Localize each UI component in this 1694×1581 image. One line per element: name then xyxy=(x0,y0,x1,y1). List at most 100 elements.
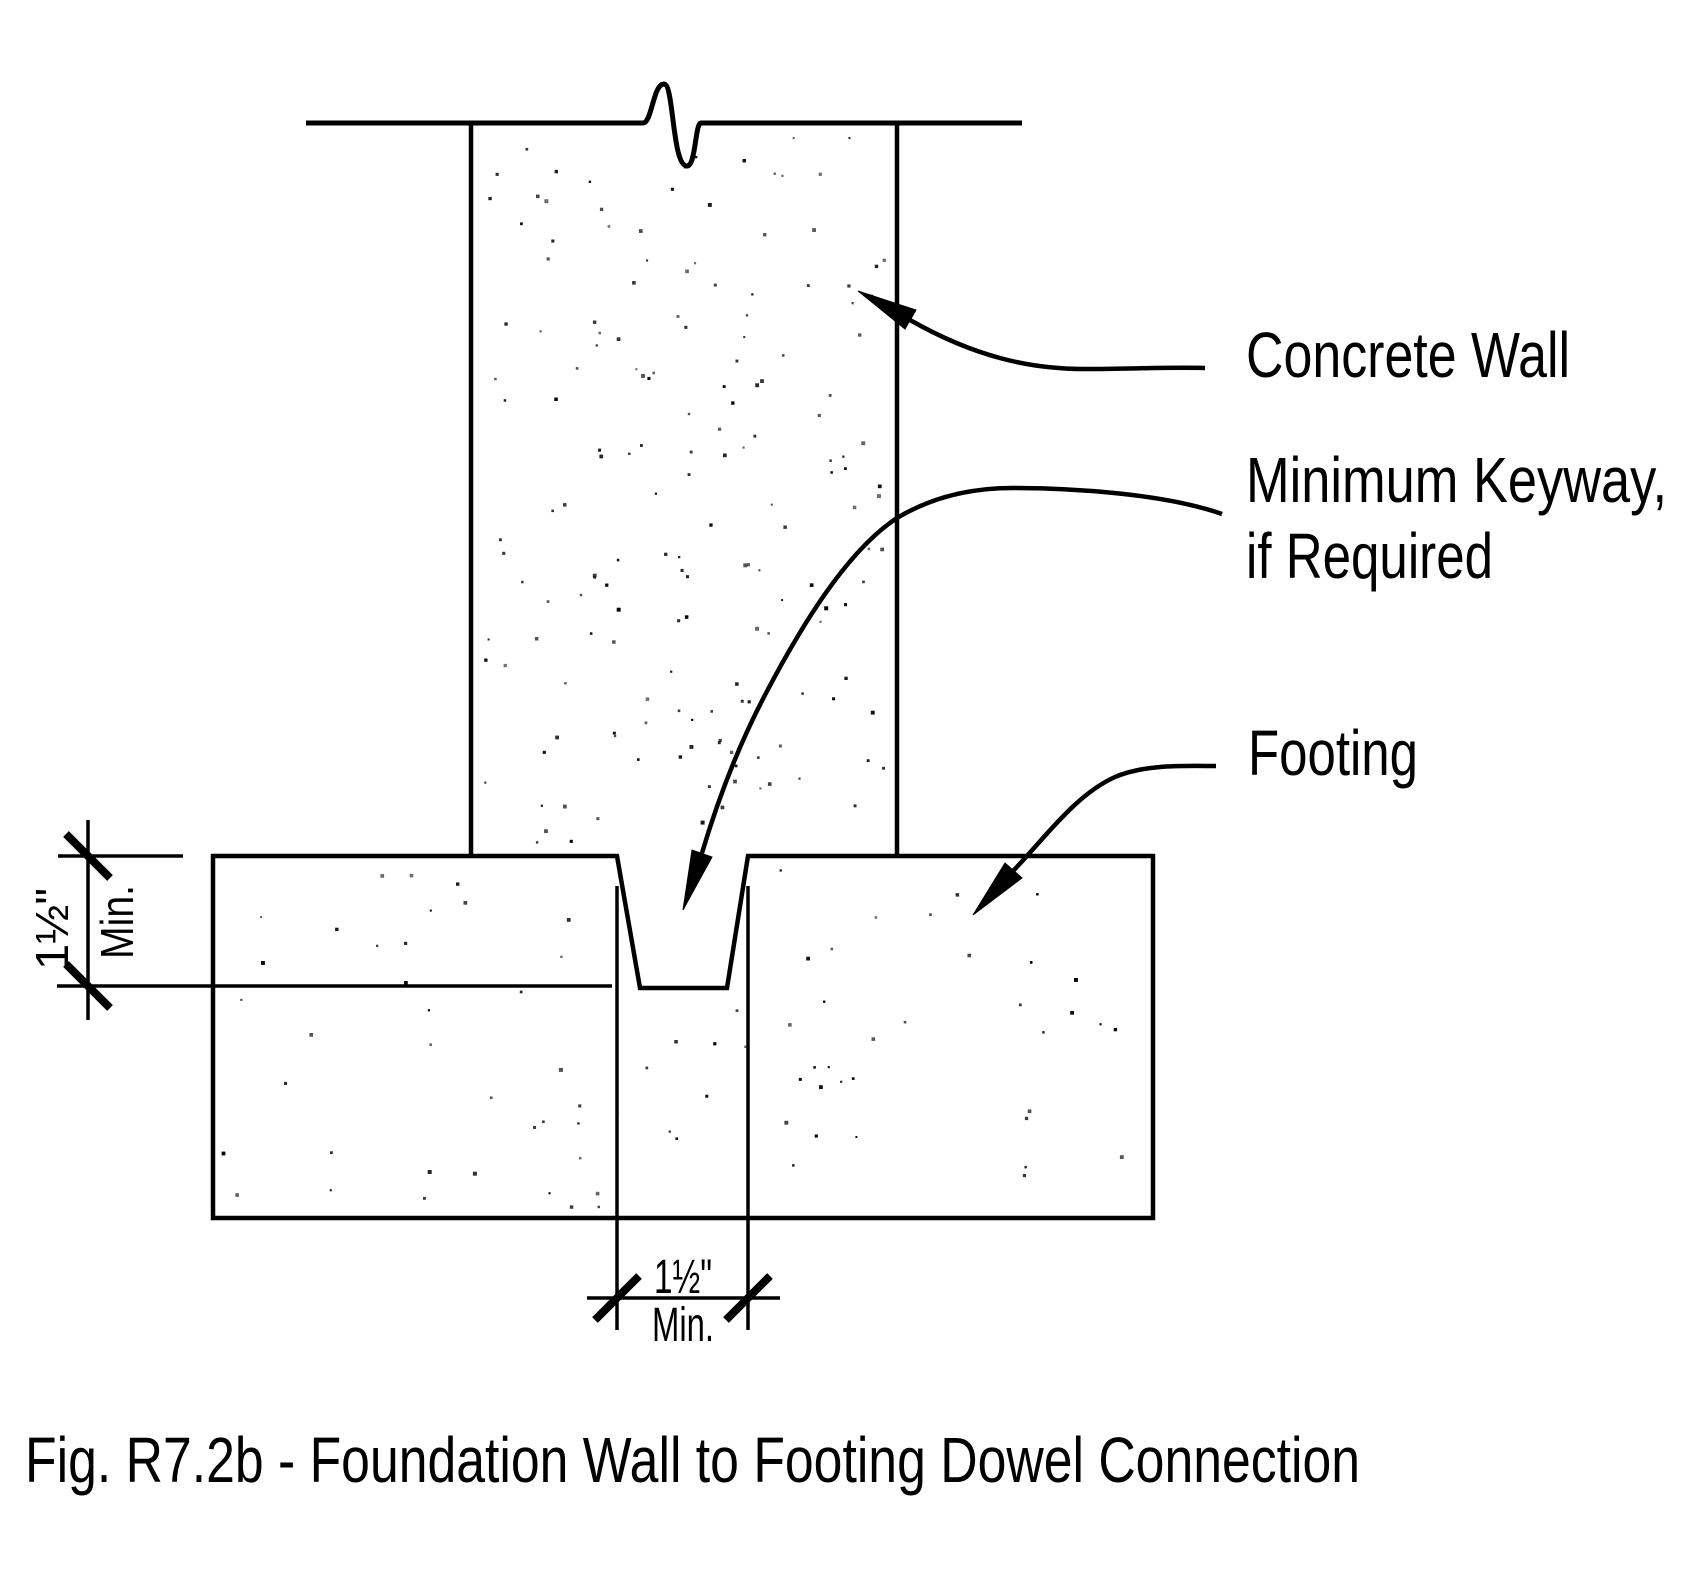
stipple-dot xyxy=(589,632,593,635)
stipple-dot xyxy=(874,916,878,919)
stipple-dot xyxy=(784,1120,789,1125)
stipple-dot xyxy=(612,731,616,735)
stipple-dot xyxy=(647,376,651,380)
stipple-dot xyxy=(260,916,263,919)
stipple-dot xyxy=(847,284,851,288)
stipple-dot xyxy=(548,1192,551,1195)
stipple-dot xyxy=(330,1151,333,1155)
stipple-dot xyxy=(577,1122,580,1125)
stipple-dot xyxy=(735,1009,739,1013)
stipple-dot xyxy=(781,174,784,177)
stipple-dot xyxy=(644,721,648,725)
stipple-dot xyxy=(540,804,543,807)
stipple-dot xyxy=(595,344,598,347)
stipple-dot xyxy=(707,203,712,207)
stipple-dot xyxy=(628,452,631,455)
stipple-dot xyxy=(1113,1027,1118,1032)
keyway-leader-line xyxy=(699,485,1223,854)
stipple-dot xyxy=(751,293,754,296)
stipple-dot xyxy=(525,147,529,151)
depth-tick-top xyxy=(63,831,113,881)
stipple-dot xyxy=(502,551,506,555)
stipple-dot xyxy=(693,262,697,265)
stipple-dot xyxy=(882,766,885,770)
stipple-dot xyxy=(677,709,681,713)
stipple-dot xyxy=(429,1043,432,1047)
stipple-dot xyxy=(819,1085,823,1089)
stipple-dot xyxy=(613,734,617,738)
stipple-dot xyxy=(612,640,616,644)
stipple-dot xyxy=(632,281,636,285)
stipple-dot xyxy=(1070,1010,1074,1015)
stipple-dot xyxy=(767,782,772,786)
stipple-dot xyxy=(842,455,845,458)
concrete-wall-leader xyxy=(857,290,1206,372)
stipple-dot xyxy=(779,869,782,872)
stipple-dot xyxy=(729,750,734,755)
stipple-dot xyxy=(380,874,385,878)
stipple-dot xyxy=(596,817,600,821)
stipple-dot xyxy=(801,692,804,695)
stipple-dot xyxy=(536,194,540,199)
stipple-dot xyxy=(427,1009,430,1012)
stipple-dot xyxy=(830,947,834,951)
stipple-dot xyxy=(853,804,857,808)
stipple-dot xyxy=(670,670,673,673)
depth-dimension-qualifier: Min. xyxy=(91,885,143,959)
stipple-dot xyxy=(558,1067,563,1072)
stipple-dot xyxy=(757,756,760,759)
stipple-dot xyxy=(747,563,751,567)
stipple-dot xyxy=(781,599,784,602)
footing-outline xyxy=(210,853,1156,1221)
stipple-dot xyxy=(423,1196,426,1200)
stipple-dot xyxy=(798,777,801,780)
stipple-dot xyxy=(654,492,657,495)
stipple-dot xyxy=(687,412,691,416)
stipple-dot xyxy=(858,333,862,337)
stipple-dot xyxy=(758,569,761,572)
stipple-dot xyxy=(616,337,621,341)
stipple-dot xyxy=(782,354,785,357)
stipple-dot xyxy=(503,663,507,668)
stipple-dot xyxy=(798,1077,802,1081)
stipple-dot xyxy=(595,1191,600,1196)
stipple-dot xyxy=(705,1094,709,1098)
stipple-dot xyxy=(677,619,681,623)
stipple-dot xyxy=(579,593,583,597)
stipple-dot xyxy=(1099,1023,1102,1026)
keyway-arrowhead xyxy=(682,849,713,911)
stipple-dot xyxy=(551,239,555,243)
stipple-dot xyxy=(616,558,620,562)
stipple-dot xyxy=(456,882,460,886)
stipple-dot xyxy=(498,538,502,542)
stipple-dot xyxy=(599,207,604,212)
stipple-dot xyxy=(593,576,596,579)
stipple-dot xyxy=(519,990,523,994)
keyway-width-dimension: 1½" Min. xyxy=(587,886,780,1352)
stipple-dot xyxy=(718,427,722,431)
stipple-dot xyxy=(1119,1155,1124,1159)
stipple-dot xyxy=(844,467,847,470)
stipple-dot xyxy=(674,1040,678,1044)
stipple-dot xyxy=(882,258,886,262)
stipple-dot xyxy=(695,156,698,159)
stipple-dot xyxy=(1036,893,1039,896)
stipple-dot xyxy=(832,697,836,701)
stipple-dot xyxy=(503,399,507,402)
stipple-dot xyxy=(554,397,558,401)
keyway-depth-dimension: 1½" Min. xyxy=(26,820,183,1020)
stipple-dot xyxy=(544,199,549,204)
stipple-dot xyxy=(689,745,694,749)
stipple-dot xyxy=(967,953,972,958)
stipple-dot xyxy=(533,1125,537,1129)
stipple-dot xyxy=(686,575,689,579)
stipple-dot xyxy=(874,264,879,269)
footing-stipple-texture xyxy=(221,869,1124,1209)
stipple-dot xyxy=(564,682,567,685)
stipple-dot xyxy=(828,394,832,397)
stipple-dot xyxy=(877,494,881,499)
concrete-wall-arrowhead xyxy=(857,290,917,330)
stipple-dot xyxy=(555,735,559,740)
stipple-dot xyxy=(554,169,558,174)
footing-label: Footing xyxy=(1248,717,1418,789)
